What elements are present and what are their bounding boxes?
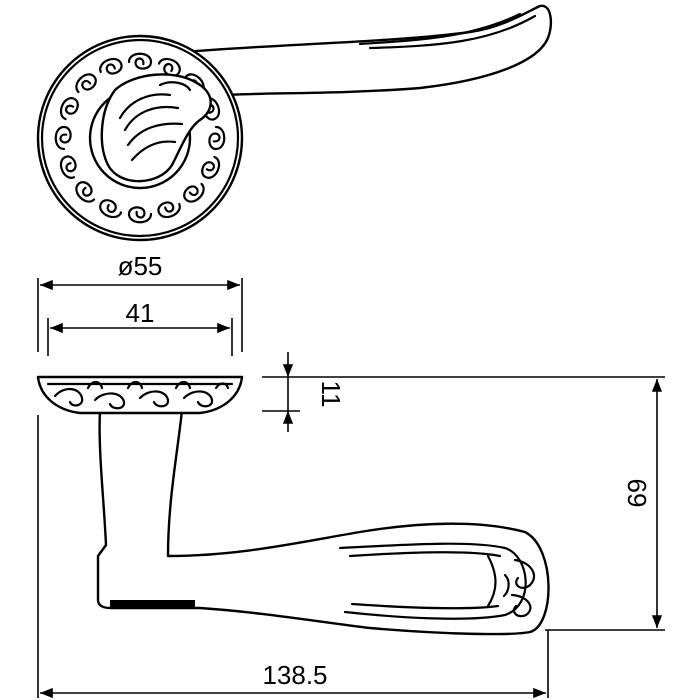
rose-swirl bbox=[208, 125, 226, 151]
side-view-grip-line-2 bbox=[350, 602, 500, 610]
side-view-shaft-base bbox=[110, 600, 195, 607]
dimension-rose-diameter: ø55 bbox=[37, 251, 243, 352]
grip-scroll-1 bbox=[513, 558, 536, 589]
grip-scroll-3 bbox=[502, 573, 510, 598]
side-view-grip-inner bbox=[338, 542, 527, 620]
top-view-lever bbox=[183, 4, 553, 98]
rose-swirl bbox=[201, 155, 221, 179]
rose-swirl bbox=[59, 155, 77, 179]
rose-swirl bbox=[127, 52, 153, 70]
dimension-rose-inner: 41 bbox=[47, 298, 233, 356]
top-view-neck-detail-3 bbox=[126, 122, 184, 147]
side-view-rose-ornament bbox=[46, 380, 234, 410]
side-view bbox=[36, 375, 550, 636]
side-view-grip-line-1 bbox=[348, 551, 502, 558]
dimension-rose-thickness: 11 bbox=[262, 352, 665, 432]
top-view-lever-neck bbox=[100, 73, 212, 183]
grip-scroll-2 bbox=[510, 593, 532, 618]
top-view-neck-detail-5 bbox=[158, 81, 192, 92]
top-view-neck-detail-2 bbox=[123, 105, 180, 132]
rose-swirl bbox=[99, 57, 123, 75]
dimension-handle-height: 69 bbox=[545, 379, 665, 631]
rose-swirl bbox=[54, 125, 72, 151]
top-view-neck-detail-4 bbox=[130, 140, 177, 162]
rose-swirl bbox=[127, 206, 153, 224]
label-rose-diameter: ø55 bbox=[118, 251, 163, 281]
side-view-grip-line-3 bbox=[486, 554, 497, 608]
top-view-rose-rim bbox=[40, 38, 240, 238]
label-rose-inner-width: 41 bbox=[126, 298, 155, 328]
top-view-neck-detail-1 bbox=[118, 93, 172, 120]
top-view bbox=[36, 4, 553, 242]
top-view-lever-edge bbox=[358, 12, 522, 46]
label-handle-height: 69 bbox=[622, 479, 652, 508]
label-handle-length: 138.5 bbox=[262, 660, 327, 690]
rose-swirl bbox=[59, 97, 79, 121]
top-view-lever-edge-2 bbox=[368, 14, 537, 50]
label-rose-thickness: 11 bbox=[316, 381, 346, 408]
rose-swirl bbox=[75, 73, 97, 94]
rose-swirl bbox=[157, 201, 181, 219]
rose-swirl bbox=[75, 181, 96, 203]
rose-swirl bbox=[183, 182, 205, 203]
dimension-handle-length: 138.5 bbox=[37, 415, 549, 699]
rose-swirl bbox=[99, 199, 123, 219]
side-view-shaft bbox=[96, 408, 550, 636]
